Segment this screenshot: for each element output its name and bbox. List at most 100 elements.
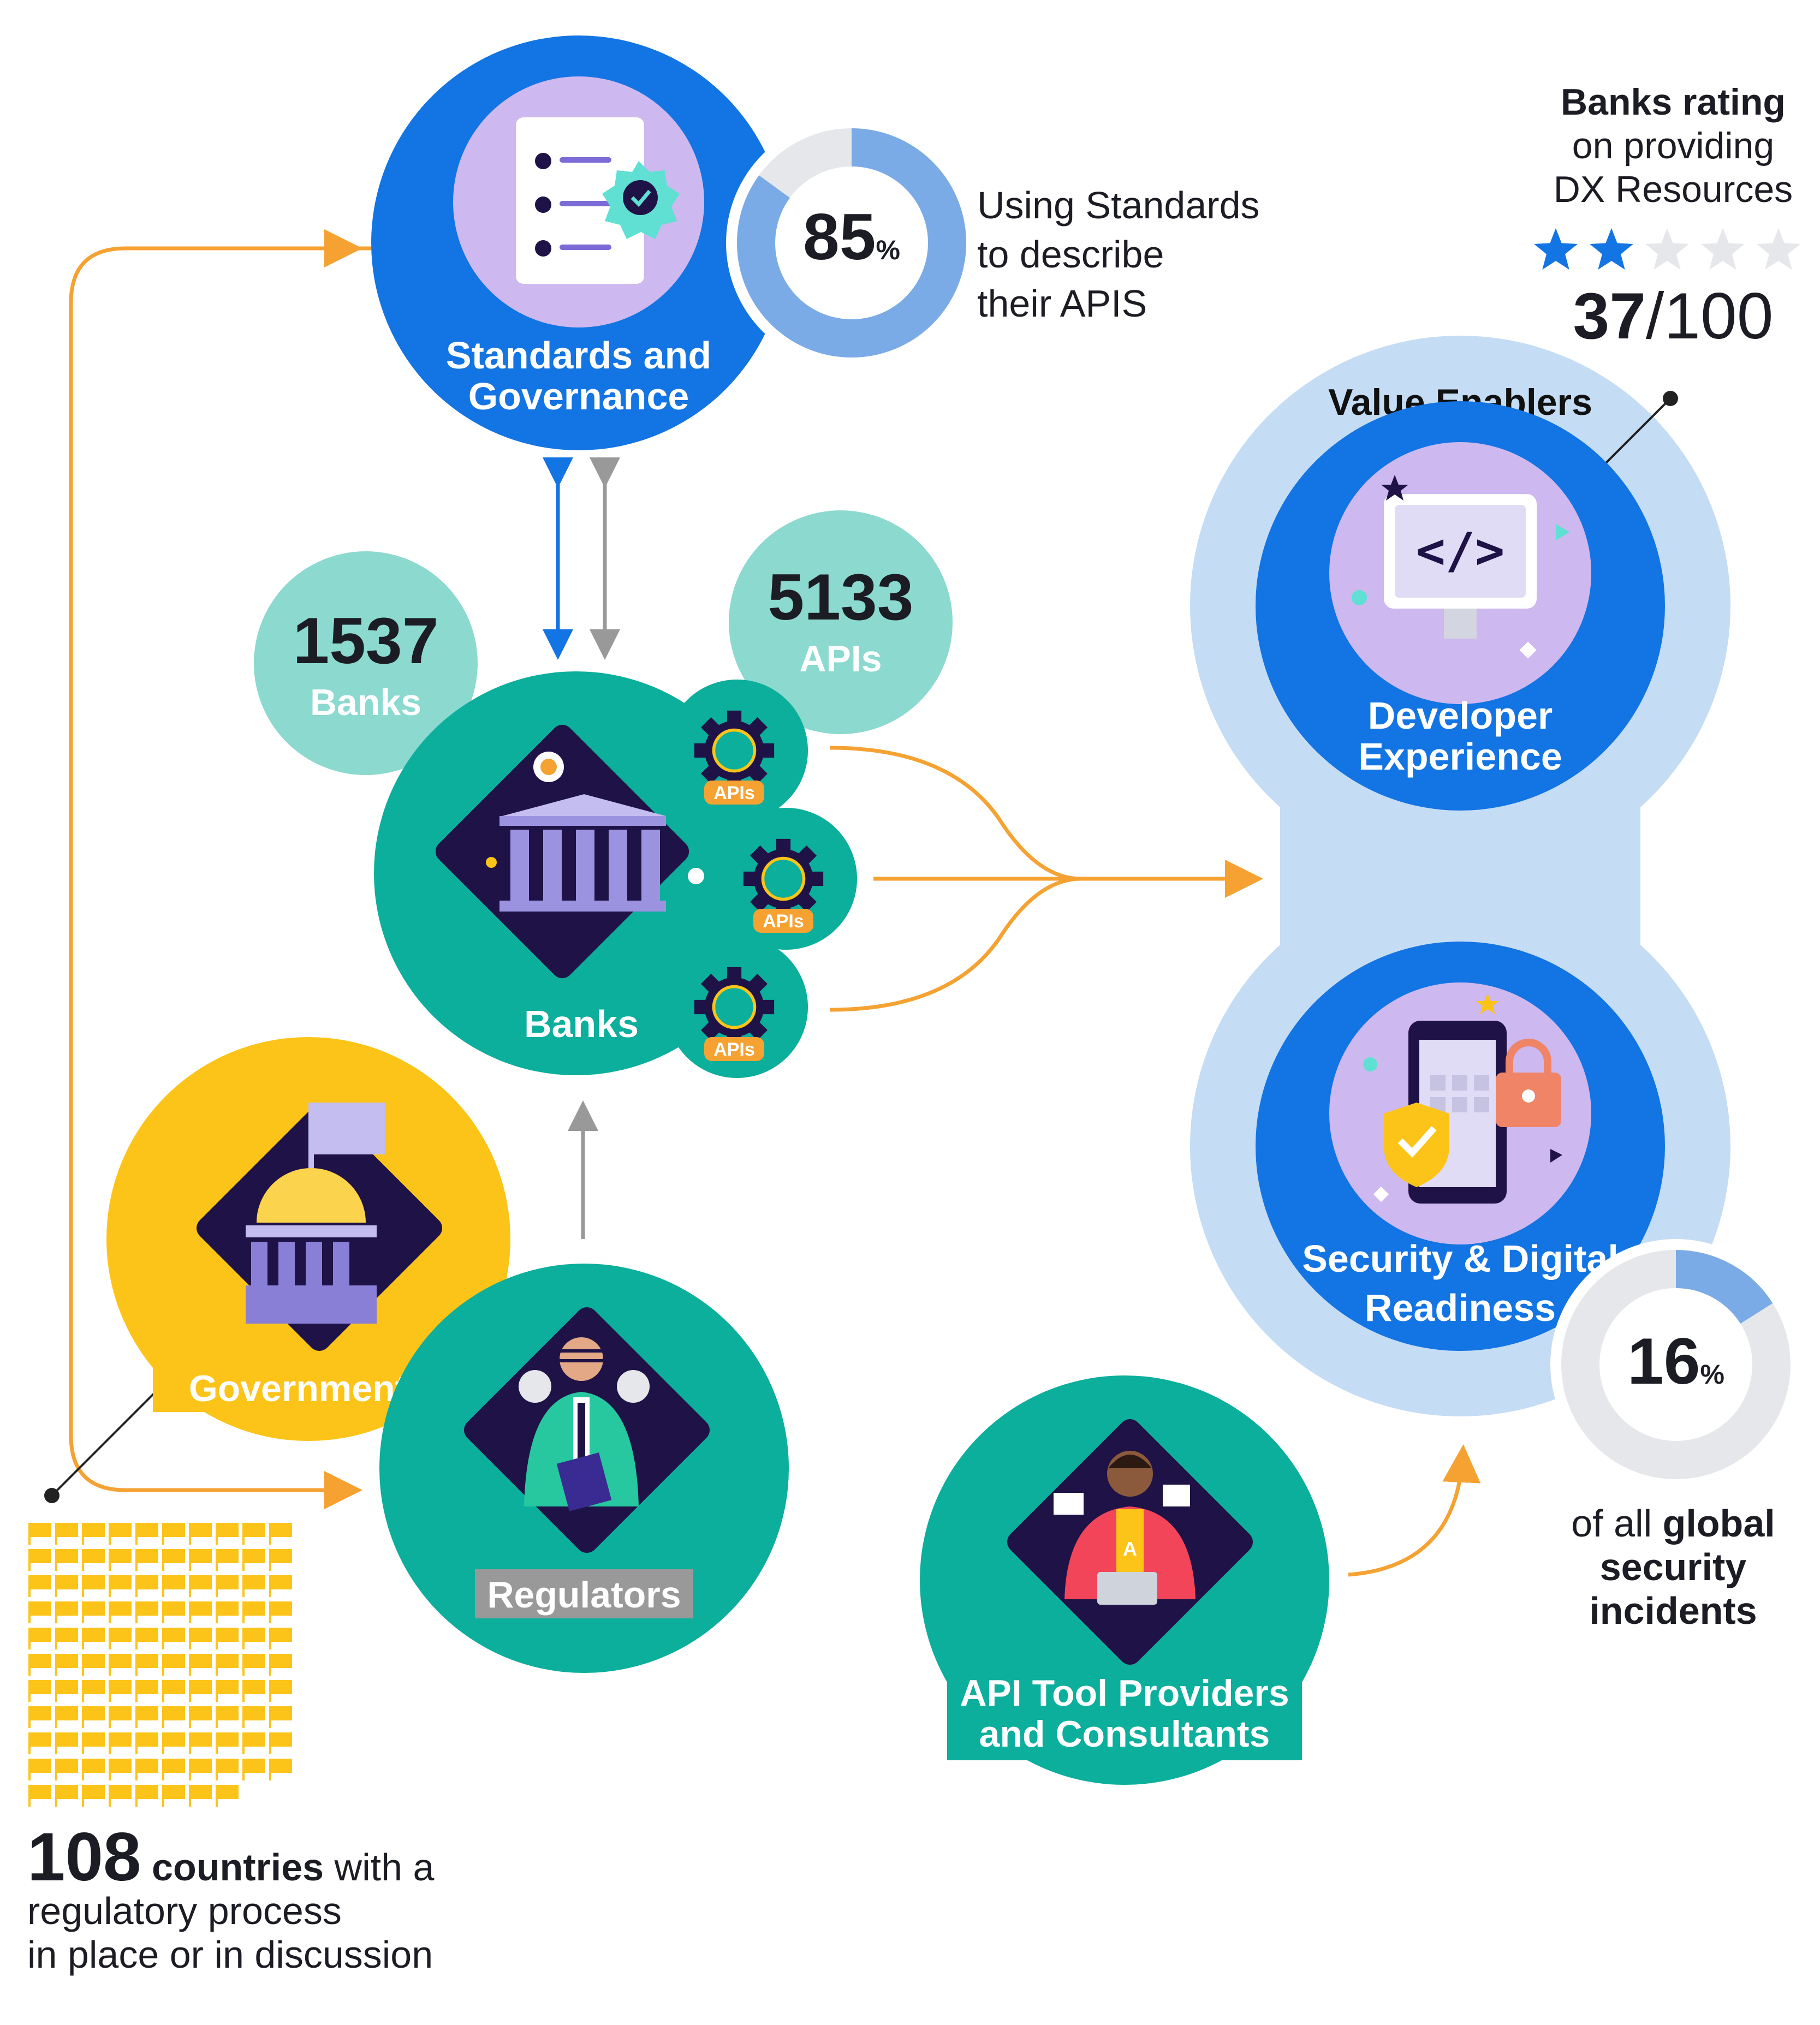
code-monitor-icon: </> xyxy=(1352,475,1569,659)
country-flag-icon xyxy=(216,1601,239,1623)
country-flag-icon xyxy=(82,1601,105,1623)
country-flag-icon xyxy=(82,1759,105,1780)
star-filled-icon xyxy=(1590,228,1633,270)
phone-lock-shield-icon xyxy=(1363,993,1562,1204)
country-flag-icon xyxy=(216,1628,239,1649)
countries-bold: countries xyxy=(141,1846,324,1889)
standards-usage-line3: their APIS xyxy=(977,282,1147,325)
country-flag-icon xyxy=(189,1680,212,1702)
countries-stat: 108 countries with a regulatory process … xyxy=(27,1819,434,1976)
country-flag-icon xyxy=(269,1732,292,1754)
country-flag-icon xyxy=(82,1732,105,1754)
left-flow-line xyxy=(69,246,374,1509)
country-flag-icon xyxy=(28,1759,51,1780)
api-badge-middle: APIs xyxy=(744,839,823,933)
svg-text:85%: 85% xyxy=(803,200,900,273)
country-flag-icon xyxy=(82,1523,105,1545)
security-incidents-value: 16 xyxy=(1627,1325,1700,1398)
country-flag-icon xyxy=(135,1732,158,1754)
star-filled-icon xyxy=(1534,228,1578,270)
connectors xyxy=(44,229,1678,1577)
code-glyph: </> xyxy=(1416,522,1505,580)
svg-text:APIs: APIs xyxy=(763,911,804,932)
apis-count-stat: 5133 APIs xyxy=(729,510,953,734)
banks-count-stat: 1537 Banks xyxy=(254,551,478,775)
api-badge-top: APIs xyxy=(694,711,774,805)
country-flag-icon xyxy=(162,1601,185,1623)
svg-text:of all global: of all global xyxy=(1571,1502,1775,1545)
country-flag-icon xyxy=(242,1523,265,1545)
country-flag-icon xyxy=(82,1549,105,1571)
country-flag-icon xyxy=(269,1628,292,1649)
country-flag-icon xyxy=(242,1549,265,1571)
developer-experience-line2: Experience xyxy=(1358,735,1562,778)
country-flag-icon xyxy=(55,1601,78,1623)
developer-experience-node: </> Developer Experience xyxy=(1256,401,1665,811)
standards-governance-node: Standards and Governance xyxy=(371,35,786,450)
apis-count-value: 5133 xyxy=(768,561,914,634)
standards-usage-stat: 85% Using Standards to describe their AP… xyxy=(726,117,1260,368)
country-flag-icon xyxy=(162,1628,185,1649)
security-line1: Security & Digital xyxy=(1302,1237,1619,1280)
country-flag-icon xyxy=(109,1523,132,1545)
flow-tools-security xyxy=(1348,1444,1481,1577)
regulator-person-icon xyxy=(519,1337,650,1511)
country-flag-icon xyxy=(55,1575,78,1597)
country-flag-icon xyxy=(189,1601,212,1623)
country-flag-icon xyxy=(82,1575,105,1597)
country-flag-icon xyxy=(216,1785,239,1807)
country-flag-icon xyxy=(269,1680,292,1702)
country-flag-icon xyxy=(28,1575,51,1597)
bank-building-icon xyxy=(486,752,704,912)
country-flag-icon xyxy=(28,1628,51,1649)
standards-usage-unit: % xyxy=(876,235,900,265)
country-flag-icon xyxy=(82,1785,105,1807)
banks-count-label: Banks xyxy=(310,682,421,723)
country-flag-icon xyxy=(242,1706,265,1728)
country-flag-icon xyxy=(109,1785,132,1807)
country-flag-icon xyxy=(28,1732,51,1754)
country-flag-icon xyxy=(162,1654,185,1676)
security-incidents-line2: security xyxy=(1600,1546,1747,1588)
country-flag-icon xyxy=(242,1732,265,1754)
dx-rating-line1: Banks rating xyxy=(1561,81,1786,123)
flow-api-bottom xyxy=(829,877,1081,1012)
regulators-label: Regulators xyxy=(487,1574,681,1616)
api-badge-bottom: APIs xyxy=(694,967,774,1061)
country-flag-icon xyxy=(55,1654,78,1676)
countries-line2: regulatory process xyxy=(27,1890,342,1932)
country-flag-icon xyxy=(189,1549,212,1571)
country-flag-icon xyxy=(109,1628,132,1649)
country-flag-icon xyxy=(109,1654,132,1676)
country-flag-icon xyxy=(242,1601,265,1623)
countries-flag-grid xyxy=(28,1523,292,1807)
country-flag-icon xyxy=(216,1549,239,1571)
star-empty-icon xyxy=(1757,228,1800,270)
country-flag-icon xyxy=(109,1549,132,1571)
security-incidents-unit: % xyxy=(1700,1359,1724,1390)
capitol-building-icon xyxy=(246,1103,385,1324)
country-flag-icon xyxy=(135,1654,158,1676)
country-flag-icon xyxy=(135,1680,158,1702)
country-flag-icon xyxy=(135,1549,158,1571)
country-flag-icon xyxy=(55,1680,78,1702)
country-flag-icon xyxy=(55,1785,78,1807)
consultant-person-icon: A xyxy=(1054,1451,1196,1605)
country-flag-icon xyxy=(216,1680,239,1702)
security-incidents-line3: incidents xyxy=(1589,1589,1757,1632)
governments-node: Governments xyxy=(106,1037,510,1441)
country-flag-icon xyxy=(28,1549,51,1571)
country-flag-icon xyxy=(242,1654,265,1676)
security-incidents-bold: global xyxy=(1663,1502,1775,1545)
country-flag-icon xyxy=(55,1706,78,1728)
country-flag-icon xyxy=(28,1680,51,1702)
banks-node: Banks xyxy=(374,671,857,1078)
svg-text:37/100: 37/100 xyxy=(1573,279,1773,353)
country-flag-icon xyxy=(28,1601,51,1623)
country-flag-icon xyxy=(135,1759,158,1780)
dx-rating-line2: on providing xyxy=(1572,125,1774,166)
country-flag-icon xyxy=(189,1759,212,1780)
country-flag-icon xyxy=(216,1706,239,1728)
security-readiness-node: Security & Digital Readiness xyxy=(1256,942,1665,1351)
svg-text:APIs: APIs xyxy=(713,1039,755,1060)
